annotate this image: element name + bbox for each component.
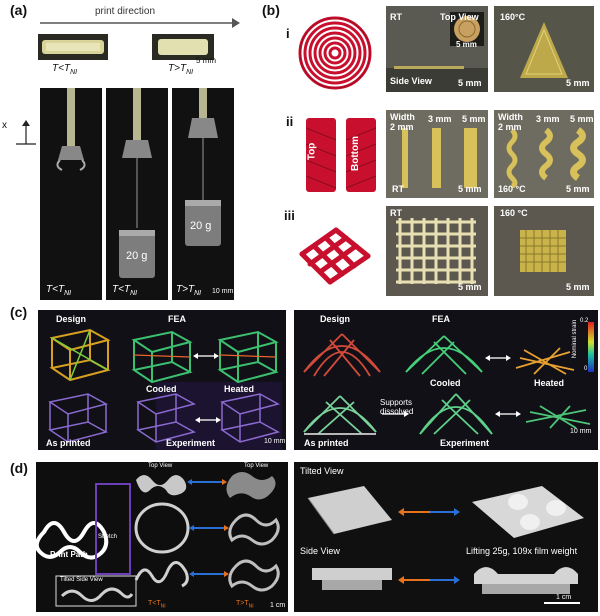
- strip-width-3mm: 3 mm: [428, 114, 452, 124]
- hanging-caption-3: T>TNI: [176, 284, 202, 297]
- strip-rt-label: RT: [392, 184, 404, 194]
- panel-c-label: (c): [10, 304, 28, 320]
- strip-hot-width-5mm: 5 mm: [570, 114, 594, 124]
- hanging-caption-2: T<TNI: [112, 284, 138, 297]
- d-t-high-label: T>TNI: [236, 600, 254, 610]
- strip-width-label: Width: [390, 112, 415, 122]
- panel-d-left: [36, 462, 288, 612]
- d-top-view-label-1: Top View: [148, 463, 173, 469]
- panel-b-label: (b): [262, 2, 280, 18]
- axis-x-label: x: [2, 120, 7, 131]
- panel-c-right: [294, 310, 598, 450]
- c-right-fea-label: FEA: [432, 314, 450, 324]
- hanging-scale-label: 10 mm: [212, 288, 234, 295]
- lattice-hot-label: 160 °C: [500, 208, 528, 218]
- sample-above-caption: T>TNI: [168, 63, 194, 76]
- strip-width-5mm: 5 mm: [462, 114, 486, 124]
- sample-above-ni-image: [152, 34, 214, 60]
- strip-hot-label: 160 °C: [498, 184, 526, 194]
- strip-bottom-design: [345, 118, 377, 192]
- panel-a-label: (a): [10, 2, 28, 18]
- colorbar-max-label: 0.2: [580, 318, 589, 324]
- sample-below-ni-image: [38, 34, 108, 60]
- top-scale-label: 5 mm: [196, 56, 216, 65]
- strip-top-design: [305, 118, 337, 192]
- row-ii-label: ii: [286, 114, 294, 129]
- c-right-supports-label: Supports: [380, 398, 413, 407]
- c-right-experiment-label: Experiment: [440, 438, 490, 448]
- d-left-scale-label: 1 cm: [270, 602, 286, 609]
- strip-bottom-label: Bottom: [350, 136, 361, 171]
- hanging-photo-1: [40, 88, 102, 300]
- spiral-hot-label: 160°C: [500, 12, 526, 22]
- strip-width-2mm: 2 mm: [390, 122, 414, 132]
- print-direction-label: print direction: [95, 6, 156, 17]
- hanging-caption-1: T<TNI: [46, 284, 72, 297]
- strip-hot-width-2mm: 2 mm: [498, 122, 522, 132]
- c-left-fea-label: FEA: [168, 314, 186, 324]
- strip-hot-scale: 5 mm: [566, 184, 590, 194]
- c-left-experiment-label: Experiment: [166, 438, 216, 448]
- c-left-printed-label: As printed: [46, 438, 91, 448]
- spiral-top-view-label: Top View: [440, 12, 479, 22]
- c-left-scale-label: 10 mm: [264, 438, 286, 445]
- d-lifting-label: Lifting 25g, 109x film weight: [466, 546, 578, 556]
- panel-d-right: [294, 462, 598, 612]
- spiral-design-icon: [298, 16, 372, 90]
- row-iii-label: iii: [284, 208, 295, 223]
- d-stretch-label: Stretch: [98, 534, 118, 540]
- spiral-rt-label: RT: [390, 12, 402, 22]
- d-print-path-label: Print Path: [50, 550, 88, 559]
- c-right-cooled-label: Cooled: [430, 378, 461, 388]
- weight-label-2: 20 g: [190, 220, 212, 232]
- d-right-scale-label: 1 cm: [556, 594, 572, 601]
- hanging-photo-2: [106, 88, 168, 300]
- spiral-side-view-scale: 5 mm: [458, 78, 482, 88]
- row-i-label: i: [286, 26, 290, 41]
- colorbar-min-label: 0: [584, 366, 588, 372]
- print-direction-arrow: [40, 16, 240, 28]
- lattice-rt-label: RT: [390, 208, 402, 218]
- spiral-hot-photo: [494, 6, 594, 92]
- spiral-rt-photo: [386, 6, 488, 92]
- lattice-hot-scale: 5 mm: [566, 282, 590, 292]
- c-right-printed-label: As printed: [304, 438, 349, 448]
- lattice-rt-scale: 5 mm: [458, 282, 482, 292]
- spiral-hot-scale: 5 mm: [566, 78, 590, 88]
- c-left-design-label: Design: [56, 314, 87, 324]
- colorbar-title: Nominal strain: [572, 319, 579, 359]
- weight-label-1: 20 g: [126, 250, 148, 262]
- c-left-cooled-label: Cooled: [146, 384, 177, 394]
- lattice-rt-photo: [386, 206, 488, 296]
- c-right-design-label: Design: [320, 314, 351, 324]
- spiral-side-view-label: Side View: [390, 76, 432, 86]
- axis-arrow-icon: [14, 120, 38, 146]
- d-tilted-side-label: Tilted Side View: [60, 577, 103, 583]
- strip-top-label: Top: [306, 142, 318, 161]
- strip-hot-width-label: Width: [498, 112, 523, 122]
- lattice-design-icon: [296, 224, 378, 288]
- hanging-photo-3: [172, 88, 234, 300]
- d-t-low-label: T<TNI: [148, 600, 166, 610]
- d-top-view-label-2: Top View: [244, 463, 269, 469]
- sample-below-caption: T<TNI: [52, 63, 78, 76]
- lattice-hot-photo: [494, 206, 594, 296]
- c-right-scale-label: 10 mm: [570, 428, 592, 435]
- spiral-top-view-scale: 5 mm: [456, 40, 477, 49]
- strip-rt-scale: 5 mm: [458, 184, 482, 194]
- c-right-heated-label: Heated: [534, 378, 565, 388]
- panel-d-label: (d): [10, 460, 28, 476]
- c-right-dissolved-label: dissolved: [380, 407, 414, 416]
- c-left-heated-label: Heated: [224, 384, 255, 394]
- d-tilted-view-label: Tilted View: [300, 466, 344, 476]
- strip-rt-photo: [386, 110, 488, 198]
- strip-hot-photo: [494, 110, 594, 198]
- d-side-view-label: Side View: [300, 546, 340, 556]
- strip-hot-width-3mm: 3 mm: [536, 114, 560, 124]
- panel-c-left: [38, 310, 286, 450]
